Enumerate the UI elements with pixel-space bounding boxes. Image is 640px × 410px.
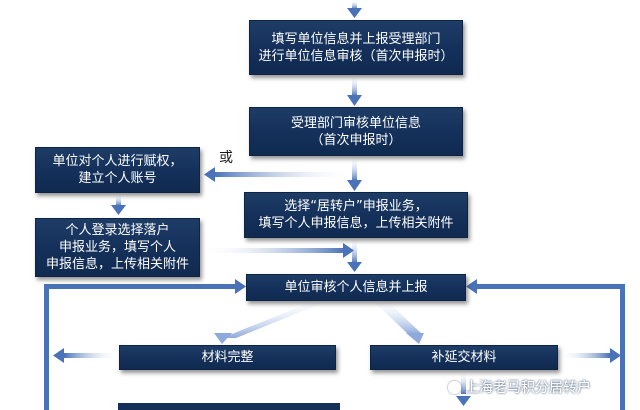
node-fill-unit-info: 填写单位信息并上报受理部门 进行单位信息审核（首次申报时）: [249, 20, 463, 75]
arrow-to-personal-login: [111, 194, 126, 215]
node-unit-review-submit: 单位审核个人信息并上报: [246, 274, 466, 301]
label-or: 或: [219, 150, 233, 166]
node-personal-login: 个人登录选择落户 申报业务，填写个人 申报信息，上传相关附件: [35, 218, 200, 277]
watermark-icon: [448, 381, 461, 394]
node-materials-complete: 材料完整: [119, 345, 336, 370]
arrow-service-to-unit-review: [347, 238, 362, 272]
arrow-materials-complete-left: [53, 348, 119, 363]
arrow-to-review-unit-info: [347, 76, 362, 106]
arrow-or-to-grant-account: [204, 167, 354, 182]
node-submit-supplement: 补延交材料: [370, 345, 558, 370]
arrow-submit-supplement-right: [560, 348, 621, 363]
arrow-into-fill-unit-info: [347, 0, 362, 18]
arrow-split-to-materials-complete: [214, 300, 330, 344]
node-select-service: 选择“居转户”申报业务， 填写个人申报信息，上传相关附件: [244, 192, 468, 238]
arrow-login-to-unit-review: [200, 243, 354, 258]
arrow-down-from-submit-supplement: [456, 372, 471, 406]
watermark: 上海老马积分居转户: [448, 377, 591, 397]
partial-bottom-box: [118, 403, 340, 410]
arrow-loop-right-into-unit-review: [466, 279, 625, 410]
node-grant-account: 单位对个人进行赋权， 建立个人账号: [35, 147, 200, 193]
arrow-to-select-service: [347, 157, 362, 191]
watermark-text: 上海老马积分居转户: [465, 380, 591, 396]
node-review-unit-info: 受理部门审核单位信息 （首次申报时）: [249, 107, 463, 156]
arrow-split-to-submit-supplement: [372, 300, 424, 344]
arrow-loop-left-into-unit-review: [44, 279, 246, 410]
